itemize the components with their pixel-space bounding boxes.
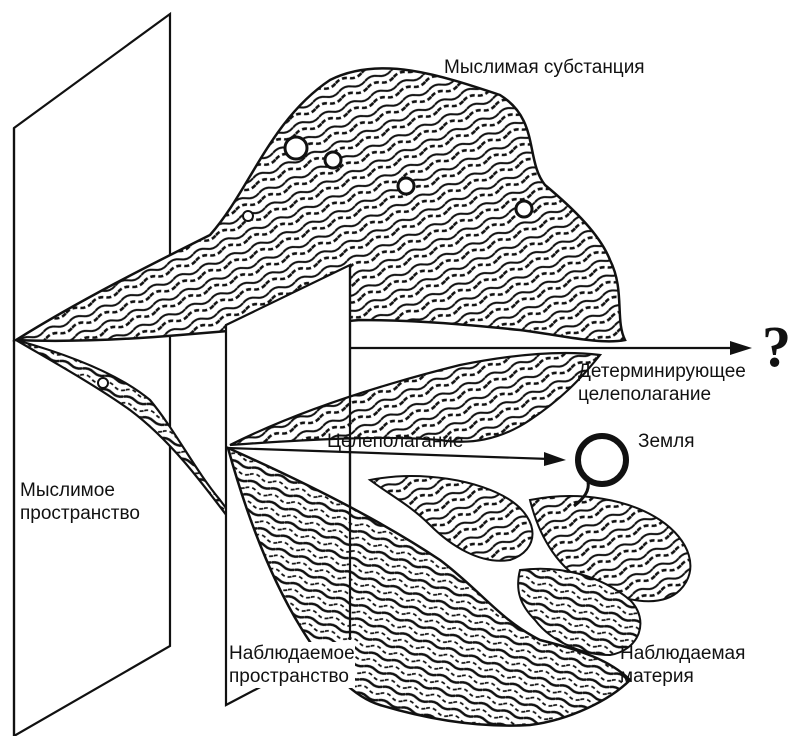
lower-wedge-sphere <box>98 378 108 388</box>
substance-sphere-5 <box>243 211 253 221</box>
thinkable-substance-label: Мыслимая субстанция <box>444 56 645 79</box>
thinkable-space-label: Мыслимое пространство <box>20 479 140 525</box>
observable-matter-label: Наблюдаемая материя <box>620 642 745 688</box>
determining-goal-setting-label: Детерминирующее целеполагание <box>578 360 746 406</box>
earth-circle <box>578 436 626 484</box>
substance-sphere-1 <box>285 137 307 159</box>
substance-sphere-3 <box>398 178 414 194</box>
substance-sphere-2 <box>325 152 341 168</box>
substance-sphere-4 <box>516 201 532 217</box>
question-mark: ? <box>762 318 791 376</box>
earth-label: Земля <box>638 430 694 453</box>
goal-setting-label: Целеполагание <box>327 430 464 453</box>
goal-arrow-head <box>544 452 566 466</box>
observable-space-label: Наблюдаемое пространство <box>229 642 355 688</box>
determining-arrow-head <box>730 341 752 355</box>
